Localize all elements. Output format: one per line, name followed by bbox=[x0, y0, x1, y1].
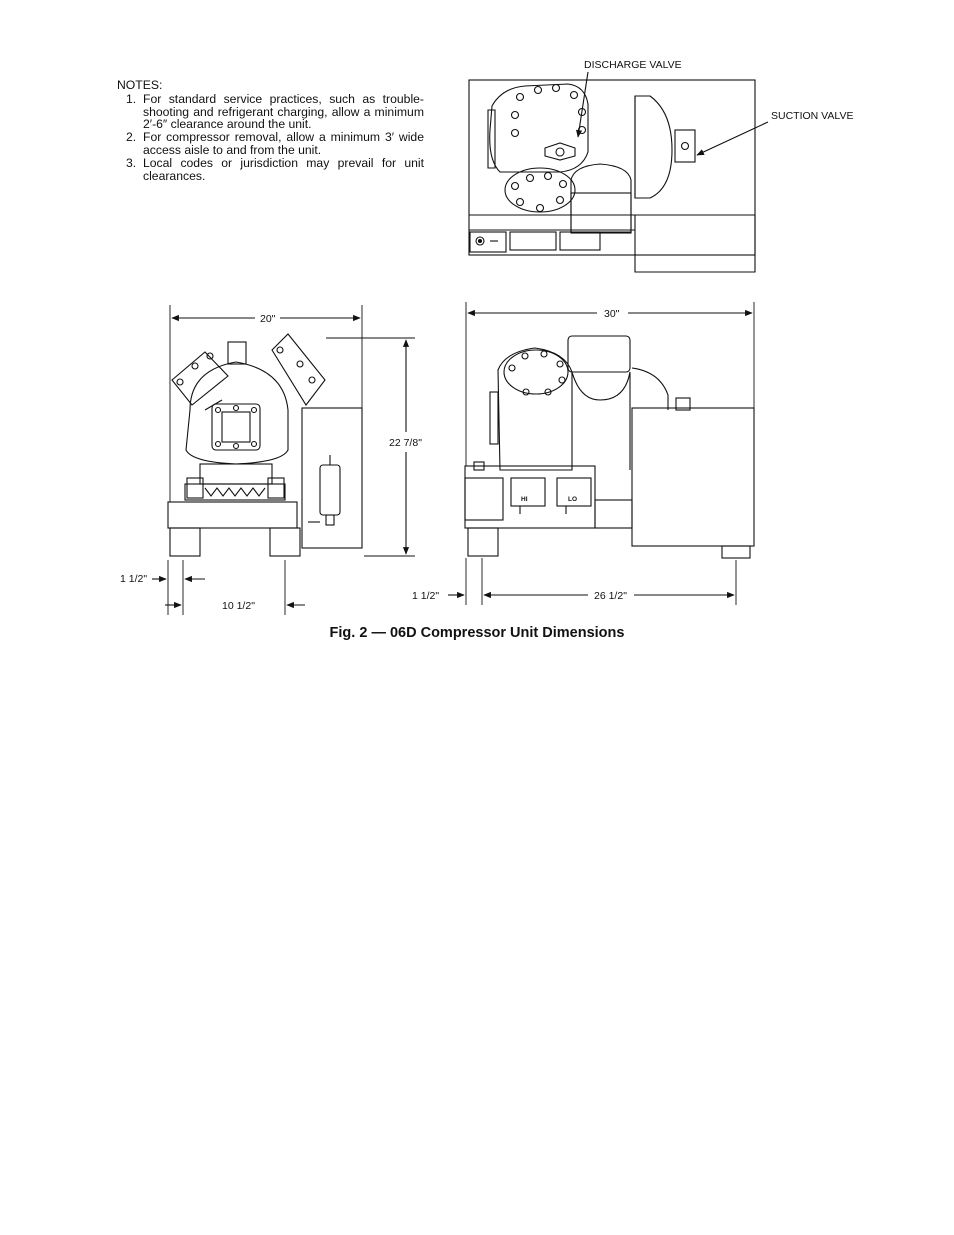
note-number: 3. bbox=[126, 155, 137, 170]
dim-width-side: 30" bbox=[604, 308, 620, 320]
note-number: 2. bbox=[126, 130, 137, 145]
front-base bbox=[167, 501, 298, 529]
dim-width-front: 20" bbox=[260, 313, 276, 325]
dim-height: 22 7/8" bbox=[389, 437, 422, 449]
dim-offset-side: 1 1/2" bbox=[412, 590, 439, 602]
dim-foot-spacing: 10 1/2" bbox=[222, 600, 255, 612]
front-mounting-rail bbox=[184, 483, 286, 501]
front-left-foot bbox=[169, 527, 201, 557]
dim-foot-span-side: 26 1/2" bbox=[594, 590, 627, 602]
top-view-base-outline bbox=[468, 79, 756, 256]
top-suction-housing bbox=[634, 95, 673, 199]
front-left-cylinder-bank bbox=[171, 351, 229, 406]
top-view bbox=[468, 71, 769, 273]
notes-list: 1. For standard service practices, such a… bbox=[117, 91, 424, 183]
front-crankcase bbox=[185, 361, 289, 465]
note-item: 1. For standard service practices, such a… bbox=[117, 91, 424, 132]
hi-label: HI bbox=[521, 496, 528, 503]
side-cylinder-head bbox=[503, 349, 569, 395]
front-side-panel bbox=[301, 407, 363, 549]
dim-offset-front: 1 1/2" bbox=[120, 573, 147, 585]
note-item: 2. For compressor removal, allow a minimu… bbox=[117, 131, 424, 157]
notes-heading: NOTES: bbox=[117, 78, 163, 92]
note-number: 1. bbox=[126, 91, 137, 106]
suction-valve-leader bbox=[696, 121, 769, 156]
top-electrical-box bbox=[469, 231, 507, 253]
front-end-plate bbox=[211, 403, 261, 451]
note-text: Local codes or jurisdiction may prevail … bbox=[143, 155, 424, 183]
side-control-box bbox=[464, 477, 504, 521]
suction-valve-body bbox=[674, 129, 696, 163]
note-text: For standard service practices, such as … bbox=[143, 91, 424, 132]
discharge-valve-leader bbox=[576, 71, 589, 138]
lo-label: LO bbox=[568, 496, 577, 503]
suction-valve-label: SUCTION VALVE bbox=[771, 110, 853, 122]
top-compressor-head bbox=[489, 83, 589, 173]
side-left-foot bbox=[467, 527, 499, 557]
note-item: 3. Local codes or jurisdiction may prevai… bbox=[117, 155, 424, 183]
front-view bbox=[152, 305, 415, 615]
side-oil-separator bbox=[567, 335, 631, 373]
top-oil-separator bbox=[570, 163, 632, 233]
note-text: For compressor removal, allow a minimum … bbox=[143, 130, 424, 157]
figure-caption: Fig. 2 — 06D Compressor Unit Dimensions bbox=[329, 625, 625, 641]
discharge-valve-fitting bbox=[544, 142, 576, 161]
side-hi-switch bbox=[510, 477, 546, 507]
front-right-foot bbox=[269, 527, 301, 557]
discharge-valve-label: DISCHARGE VALVE bbox=[584, 59, 682, 71]
side-view bbox=[448, 302, 755, 605]
bolt-ring bbox=[510, 83, 587, 138]
side-right-housing bbox=[631, 407, 755, 547]
side-lo-switch bbox=[556, 477, 592, 507]
front-valve bbox=[319, 464, 341, 516]
notes-block: NOTES: 1. For standard service practices,… bbox=[117, 79, 424, 182]
front-right-cylinder-bank bbox=[271, 333, 326, 406]
